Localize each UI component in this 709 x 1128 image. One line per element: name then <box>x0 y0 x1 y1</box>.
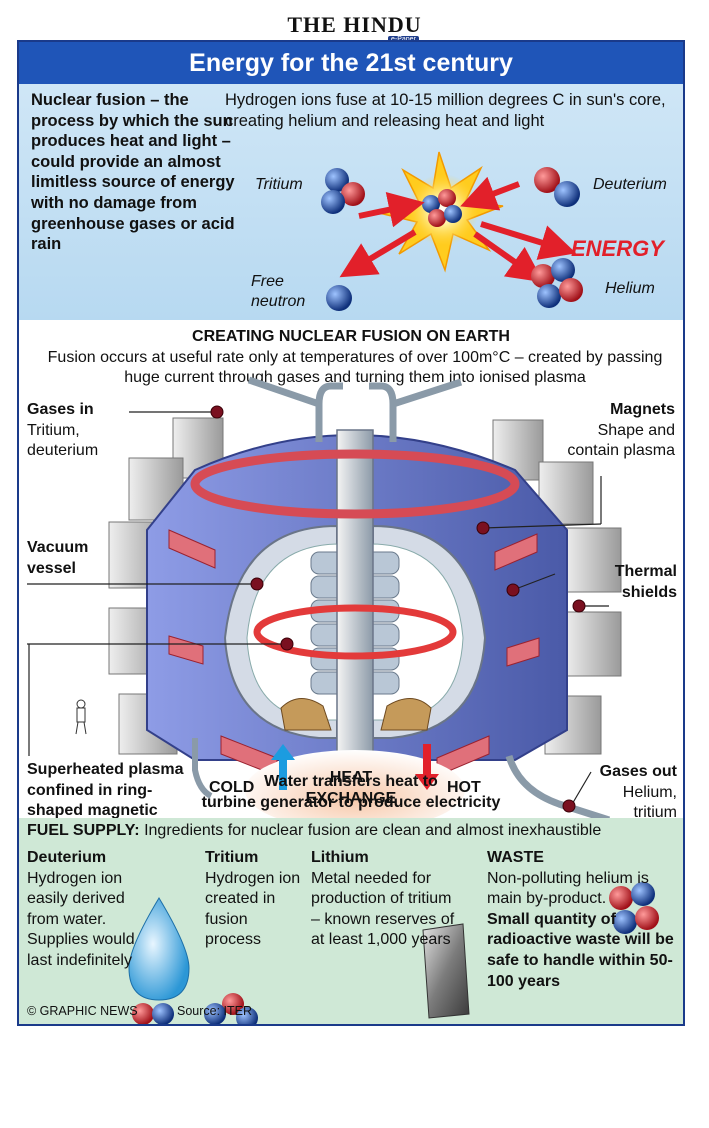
callout-vacuum-vessel: Vacuum vessel <box>27 538 107 579</box>
tokamak-title: CREATING NUCLEAR FUSION ON EARTH <box>192 328 510 345</box>
sun-burst <box>380 151 504 273</box>
gases-in-text: Tritium, deuterium <box>27 421 99 460</box>
fuel-supply-header: FUEL SUPPLY: Ingredients for nuclear fus… <box>27 822 601 840</box>
fuel-lithium: Lithium Metal needed for production of t… <box>311 848 461 951</box>
fuel-waste-title: WASTE <box>487 849 544 866</box>
callout-thermal-shields: Thermal shields <box>589 562 677 603</box>
gases-out-text: Helium, tritium <box>622 783 677 822</box>
newspaper-logo: THE HINDU <box>287 12 422 37</box>
fuel-waste-bold: Small quantity of radioactive waste will… <box>487 910 674 990</box>
cold-arrow <box>271 744 295 790</box>
fuel-deuterium: Deuterium Hydrogen ion easily derived fr… <box>27 848 147 972</box>
fuel-illustrations <box>128 882 659 1024</box>
epaper-badge: e-Paper <box>388 36 419 43</box>
heat-exchange-zone <box>245 750 465 830</box>
magnets-text: Shape and contain plasma <box>567 421 675 460</box>
callout-leaders <box>27 411 609 807</box>
lithium-rock-icon <box>422 923 470 1019</box>
free-neutron-atom <box>326 285 352 311</box>
central-solenoid <box>336 429 374 761</box>
deuterium-atom <box>534 167 580 207</box>
deuterium-fuel-atom <box>132 1003 174 1024</box>
magnets-title: Magnets <box>610 401 675 418</box>
helium-waste-atom <box>609 882 659 934</box>
thermal-shields-title: Thermal shields <box>614 563 677 601</box>
magnet-ring-top <box>190 449 520 519</box>
fuel-lithium-title: Lithium <box>311 849 369 866</box>
fuel-supply-heading: FUEL SUPPLY: <box>27 822 140 839</box>
fuel-lithium-text: Metal needed for production of tritium –… <box>311 869 455 949</box>
tritium-fuel-atom <box>204 993 258 1024</box>
fuel-tritium-text: Hydrogen ion created in fusion process <box>205 869 301 949</box>
fuel-supply-panel: FUEL SUPPLY: Ingredients for nuclear fus… <box>19 818 683 1024</box>
fuel-waste-text: Non-polluting helium is main by-product. <box>487 869 649 908</box>
helium-atom <box>531 258 583 308</box>
fusion-arrows <box>339 176 577 283</box>
sun-fusion-illustration <box>321 151 583 311</box>
gas-inlet-pipes <box>247 376 463 442</box>
divertor-left <box>280 698 332 731</box>
tritium-label: Tritium <box>255 176 303 193</box>
gases-out-title: Gases out <box>599 763 677 780</box>
fuel-deuterium-title: Deuterium <box>27 849 107 866</box>
callout-gases-out: Gases out Helium, tritium <box>577 762 677 824</box>
sun-fusion-panel: Nuclear fusion – the process by which th… <box>19 84 683 320</box>
tokamak-illustration <box>27 376 622 830</box>
fuel-tritium: Tritium Hydrogen ion created in fusion p… <box>205 848 305 951</box>
masthead: THE HINDU e-Paper <box>0 12 709 43</box>
fuel-deuterium-text: Hydrogen ion easily derived from water. … <box>27 869 135 969</box>
water-drop-icon <box>128 897 190 1001</box>
fuel-waste: WASTE Non-polluting helium is main by-pr… <box>487 848 679 992</box>
credit-text: © GRAPHIC NEWS <box>27 1004 138 1018</box>
fusion-core-atoms <box>422 189 462 227</box>
free-neutron-label: Free neutron <box>251 273 306 310</box>
water-caption-line-1: Water transfers heat to <box>264 773 438 790</box>
callout-magnets: Magnets Shape and contain plasma <box>567 400 675 462</box>
person-scale-figure <box>75 699 87 735</box>
heat-exchange-label: HEAT EXCHANGE <box>305 769 397 807</box>
energy-label: ENERGY <box>571 236 664 261</box>
fuel-tritium-title: Tritium <box>205 849 259 866</box>
fuel-supply-text: Ingredients for nuclear fusion are clean… <box>144 822 602 839</box>
vacuum-vessel-title: Vacuum vessel <box>27 539 89 577</box>
plasma-ring <box>253 604 457 660</box>
hot-label: HOT <box>447 779 481 796</box>
tritium-atom <box>321 168 365 214</box>
cold-label: COLD <box>209 779 255 796</box>
sun-caption: Hydrogen ions fuse at 10-15 million degr… <box>225 91 666 130</box>
intro-text: Nuclear fusion – the process by which th… <box>31 91 235 254</box>
water-caption-line-2: turbine generator to produce electricity <box>201 794 501 811</box>
gas-out-pipe <box>505 754 611 824</box>
deuterium-label: Deuterium <box>593 176 667 193</box>
hot-arrow <box>415 744 439 790</box>
gases-in-title: Gases in <box>27 401 94 418</box>
water-pipe-left <box>192 738 213 799</box>
callout-markers <box>210 405 586 813</box>
magnet-side-coils <box>168 529 540 777</box>
tokamak-caption: Fusion occurs at useful rate only at tem… <box>47 349 663 386</box>
source-text: Source: ITER <box>177 1004 253 1018</box>
tokamak-panel: CREATING NUCLEAR FUSION ON EARTH Fusion … <box>19 320 683 840</box>
callout-gases-in: Gases in Tritium, deuterium <box>27 400 147 462</box>
helium-label: Helium <box>605 280 655 297</box>
page-title: Energy for the 21st century <box>19 42 683 84</box>
infographic: Energy for the 21st century Nuclear fusi… <box>17 40 685 1026</box>
divertor-right <box>380 698 432 731</box>
